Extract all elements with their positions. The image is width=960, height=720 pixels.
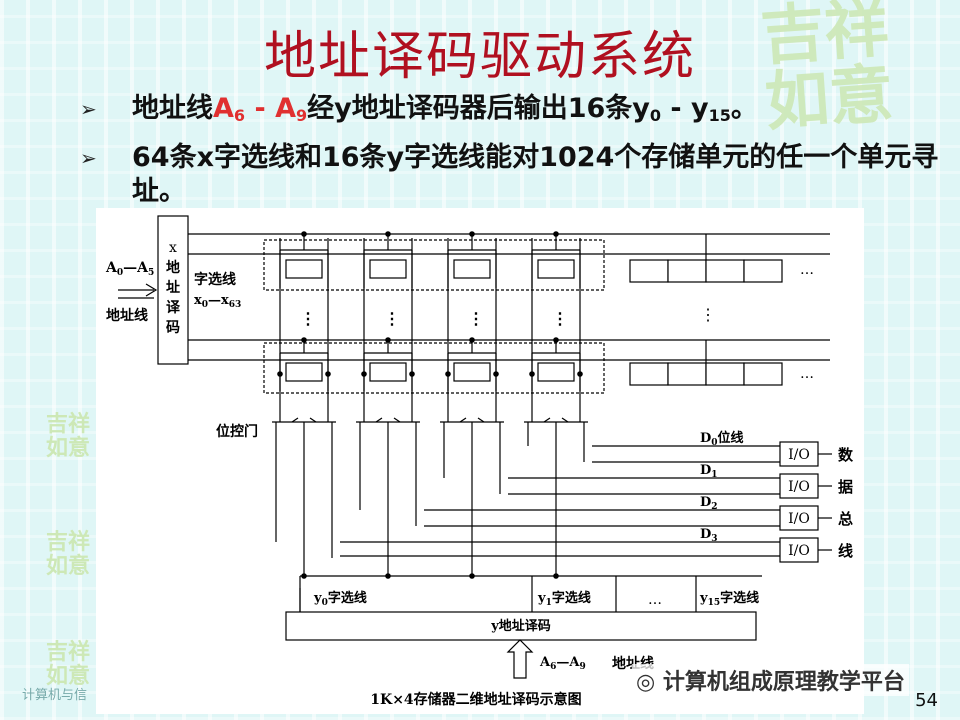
- bullet-1-dash: - y: [661, 93, 709, 124]
- x-decoder-char: 译: [166, 300, 181, 316]
- bit-line-label-d0: D0位线: [700, 430, 744, 448]
- watermark-small-1: 吉祥如意: [45, 411, 90, 461]
- io-label: I/O: [788, 511, 810, 527]
- x-addr-arrow-head: [145, 283, 158, 297]
- bit-line-label-d2: D2: [700, 495, 718, 512]
- footer-brand-text: ◎ 计算机组成原理教学平台: [632, 664, 909, 696]
- column-vdots: ⋮: [552, 309, 568, 328]
- data-bus-char: 总: [838, 510, 853, 528]
- slide-title: 地址译码驱动系统: [263, 27, 696, 87]
- data-bus-char: 据: [838, 478, 853, 496]
- bullet-1-pre: 地址线: [132, 93, 213, 124]
- bullet-1-end: 。: [730, 93, 758, 124]
- decoder-diagram-svg: x 地址译码 A0—A5 地址线 字选线 x0—x63 位控门 ⋮ ⋮ ⋮ ⋮ … ……: [105, 215, 854, 708]
- y-addr-arrow: [506, 639, 534, 679]
- data-bus-char: 数: [838, 446, 854, 464]
- array-cell: [629, 362, 669, 386]
- io-label: I/O: [788, 543, 810, 559]
- memory-cell: [537, 259, 575, 279]
- y-line-label-2: y15字选线: [699, 590, 759, 608]
- x-decoder-char: 地: [166, 259, 180, 276]
- array-cell: [667, 259, 707, 283]
- memory-cell: [369, 259, 407, 279]
- watermark-small-3: 吉祥如意: [45, 639, 90, 689]
- memory-cell: [453, 259, 491, 279]
- cell-row-dashed-bottom: [263, 342, 605, 394]
- x-decoder-box: [157, 215, 189, 365]
- column-vdots: ⋮: [384, 309, 400, 328]
- array-cell: [743, 259, 783, 283]
- bit-line-label-d1: D1: [700, 463, 718, 480]
- x-addr-input-label: A0—A5: [105, 260, 154, 278]
- memory-cell: [453, 362, 491, 382]
- memory-decoder-diagram: x 地址译码 A0—A5 地址线 字选线 x0—x63 位控门 ⋮ ⋮ ⋮ ⋮ … ……: [96, 208, 864, 714]
- column-vdots: ⋮: [300, 309, 316, 328]
- x-decoder-char: 址: [166, 279, 180, 296]
- gate-label: 位控门: [216, 423, 258, 440]
- array-cell: [667, 362, 707, 386]
- memory-cell: [537, 362, 575, 382]
- io-label: I/O: [788, 479, 810, 495]
- y-decoder-box: [285, 611, 757, 641]
- bit-line-label-d3: D3: [700, 527, 718, 544]
- bullet-item-2: ➢ 64条x字选线和16条y字选线能对1024个存储单元的任一个单元寻址。: [80, 141, 940, 209]
- bullet-1-mid: 经y地址译码器后输出16条y: [307, 93, 650, 124]
- bullet-list: ➢ 地址线A6 - A9经y地址译码器后输出16条y0 - y15。 ➢ 64条…: [80, 92, 940, 217]
- cell-row-dashed-top: [263, 239, 605, 291]
- array-dots-top: …: [800, 262, 814, 278]
- bullet-1-sub0: 0: [649, 106, 662, 125]
- column-vdots: ⋮: [468, 309, 484, 328]
- y-addr-input-label: A6—A9: [539, 655, 586, 672]
- x-decoder-label-1: x: [169, 240, 177, 256]
- array-dots-bottom: …: [800, 366, 814, 382]
- watermark-small-2: 吉祥如意: [45, 529, 90, 579]
- bullet-2-text: 64条x字选线和16条y字选线能对1024个存储单元的任一个单元寻址。: [132, 142, 939, 207]
- data-bus-char: 线: [838, 542, 853, 560]
- y-decoder-label: y地址译码: [490, 618, 551, 634]
- memory-cell: [285, 259, 323, 279]
- x-decoder-char: 码: [166, 320, 180, 336]
- page-number: 54: [915, 690, 938, 711]
- array-vdots: ⋮: [700, 305, 716, 324]
- x-addr-line-label: 地址线: [106, 307, 148, 324]
- io-label: I/O: [788, 447, 810, 463]
- y-dots-label: …: [648, 592, 662, 608]
- bullet-arrow-icon: ➢: [80, 97, 97, 121]
- io-box-3: [779, 537, 819, 563]
- word-line-range: x0—x63: [194, 293, 241, 310]
- memory-cell: [285, 362, 323, 382]
- y-line-label-1: y1字选线: [537, 590, 591, 608]
- bullet-item-1: ➢ 地址线A6 - A9经y地址译码器后输出16条y0 - y15。: [80, 92, 940, 133]
- bullet-1-hl-a: A6 - A9: [213, 93, 308, 125]
- bullet-arrow-icon: ➢: [80, 146, 97, 170]
- memory-cell: [369, 362, 407, 382]
- array-cell: [705, 362, 745, 386]
- footer-left-text: 计算机与信: [22, 688, 88, 703]
- array-cell: [705, 259, 745, 283]
- word-line-label: 字选线: [194, 271, 236, 288]
- array-cell: [629, 259, 669, 283]
- array-cell: [743, 362, 783, 386]
- wechat-icon: ◎: [636, 670, 663, 695]
- y-line-label-0: y0字选线: [313, 590, 367, 608]
- bullet-1-sub15: 15: [708, 106, 731, 125]
- diagram-caption: 1K×4存储器二维地址译码示意图: [370, 691, 581, 708]
